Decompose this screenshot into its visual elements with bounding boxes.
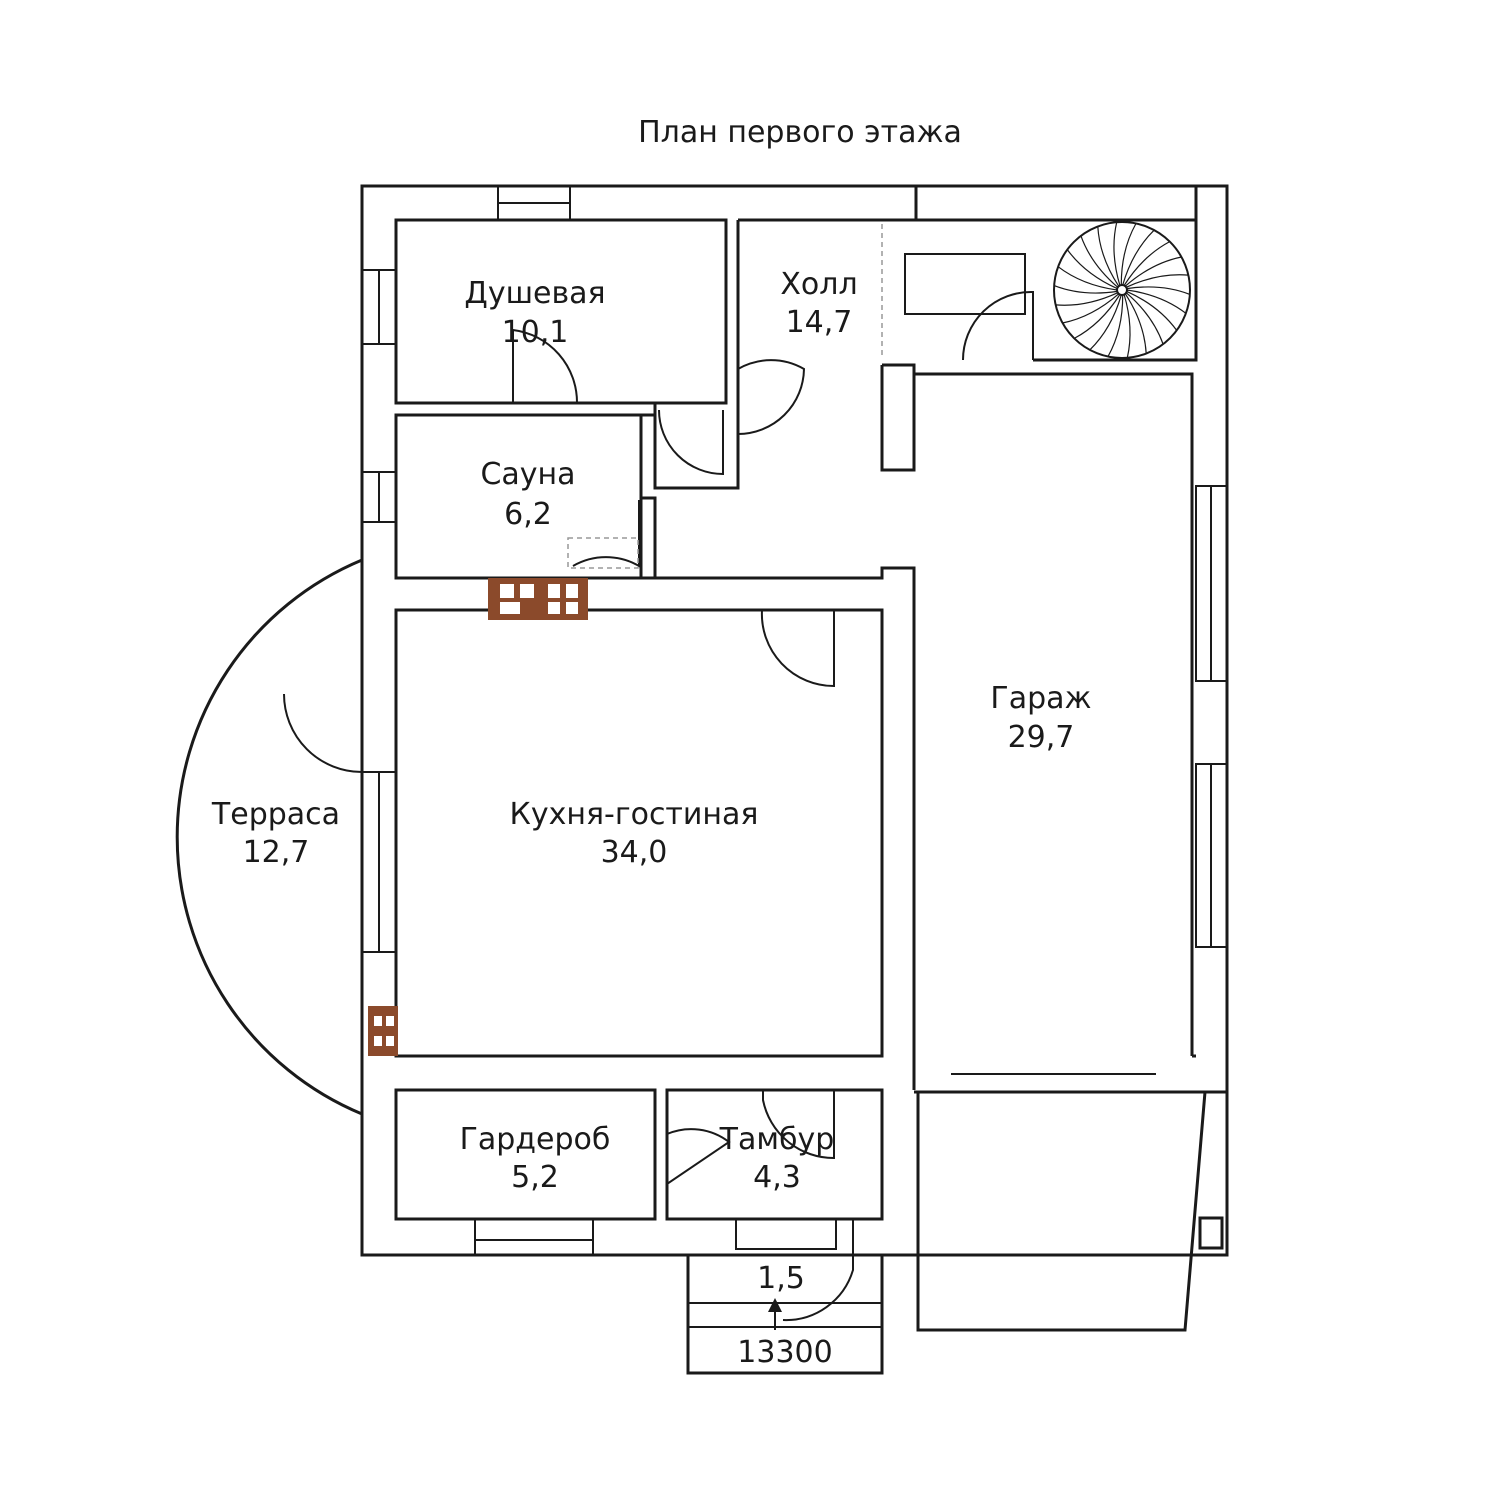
stair-step [1123,294,1131,358]
room-name-hall: Холл [780,267,857,302]
stair-step [1124,293,1147,354]
stair-step [1055,292,1119,306]
terrace-outline [175,558,363,1116]
brick-chimney [368,1006,398,1056]
stair-step [1122,229,1155,286]
stair-step [1125,292,1164,345]
room-name-kitchen-living: Кухня-гостиная [510,797,759,832]
plan-title: План первого этажа [638,115,962,150]
windows [361,185,1228,1256]
room-name-garage: Гараж [990,681,1091,716]
room-area-vestibule: 4,3 [753,1160,801,1195]
room-area-shower: 10,1 [502,315,569,350]
room-area-terrace: 12,7 [243,835,310,870]
room-labels: Душевая 10,1 Холл 14,7 Сауна 6,2 Гараж 2… [211,267,1092,1370]
outer-walls [360,184,1229,1257]
room-name-sauna: Сауна [480,457,575,492]
room-name-wardrobe: Гардероб [460,1122,611,1157]
room-walls [394,218,1227,1221]
stair-step [1126,286,1191,295]
stair-step [1113,222,1121,286]
garage-annex [916,1073,1224,1332]
spiral-staircase [1053,221,1191,359]
stair-step [1053,285,1118,294]
room-name-vestibule: Тамбур [719,1122,835,1157]
kitchen-living-walls [394,608,884,1058]
stair-step [1074,294,1121,339]
stair-step [1107,294,1124,357]
stair-step [1080,235,1119,288]
stair-step [1097,226,1120,287]
stair-step [1057,266,1118,291]
stair-step [1120,223,1137,286]
room-area-garage: 29,7 [1008,720,1075,755]
stair-step [1123,241,1170,286]
stair-step [1062,293,1120,324]
room-name-terrace: Терраса [211,797,340,832]
stair-step [1125,274,1189,288]
room-area-hall: 14,7 [786,305,853,340]
stair-step [1124,256,1182,287]
shower-room-walls [394,218,728,405]
doors [283,290,1034,1322]
stair-step [1066,249,1118,290]
stair-step [1089,294,1122,351]
stair-step [1126,290,1178,331]
porch-steps [686,1253,884,1375]
hall-fixtures [567,224,1026,569]
room-area-sauna: 6,2 [504,497,552,532]
room-area-kitchen-living: 34,0 [601,835,668,870]
room-name-shower: Душевая [464,276,605,311]
stair-step [1126,289,1187,314]
brick-stove [488,578,588,620]
dimension-label: 13300 [737,1335,832,1370]
porch-area: 1,5 [757,1261,805,1296]
room-area-wardrobe: 5,2 [511,1160,559,1195]
